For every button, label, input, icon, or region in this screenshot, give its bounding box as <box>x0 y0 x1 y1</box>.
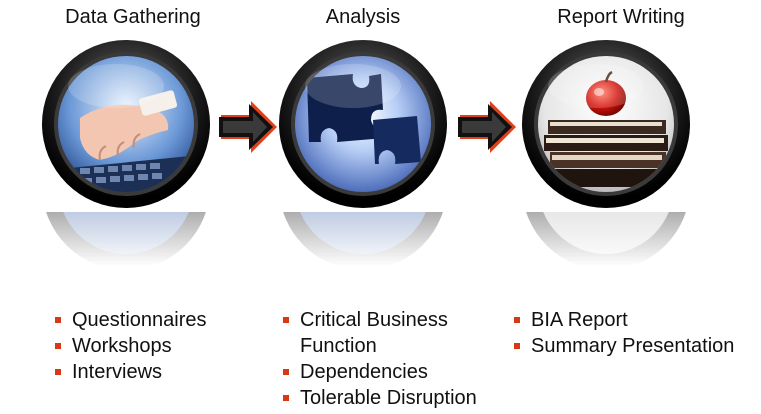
data-gathering-list: Questionnaires Workshops Interviews <box>55 307 207 385</box>
typing-hands-icon <box>42 40 210 208</box>
list-item: Questionnaires <box>55 307 207 333</box>
report-writing-reflection <box>520 212 692 272</box>
analysis-reflection <box>277 212 449 272</box>
data-gathering-image <box>40 38 212 210</box>
list-item: Critical Business Function <box>283 307 473 359</box>
data-gathering-reflection <box>40 212 212 272</box>
arrow-to-analysis-icon <box>219 98 279 156</box>
list-item: Interviews <box>55 359 207 385</box>
report-writing-list: BIA Report Summary Presentation <box>514 307 734 359</box>
list-item: Tolerable Disruption <box>283 385 477 411</box>
stage-title-data-gathering: Data Gathering <box>65 6 201 28</box>
list-item: Summary Presentation <box>514 333 734 359</box>
apple-on-books-icon <box>522 40 690 208</box>
stage-title-report-writing: Report Writing <box>557 6 685 28</box>
puzzle-pieces-icon <box>279 40 447 208</box>
analysis-list: Critical Business Function Dependencies … <box>283 307 477 411</box>
arrow-to-report-writing-icon <box>458 98 518 156</box>
list-item: BIA Report <box>514 307 734 333</box>
stage-title-analysis: Analysis <box>325 6 401 28</box>
list-item: Workshops <box>55 333 207 359</box>
list-item: Dependencies <box>283 359 473 385</box>
report-writing-image <box>520 38 692 210</box>
analysis-image <box>277 38 449 210</box>
